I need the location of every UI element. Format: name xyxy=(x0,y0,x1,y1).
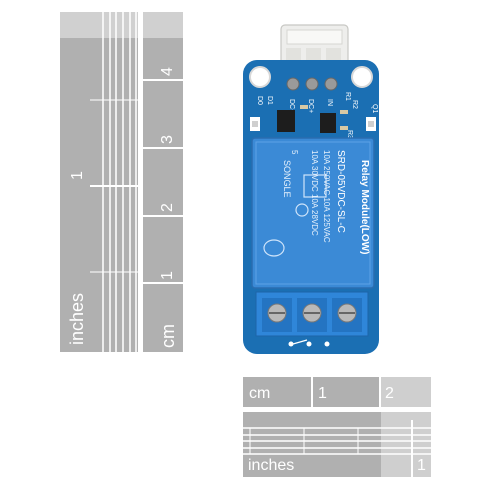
ruler-cm-number: 1 xyxy=(159,271,176,280)
pin-label: DC+ xyxy=(307,99,314,113)
ruler-inches-body xyxy=(60,12,138,352)
pin-label: DC- xyxy=(288,99,295,112)
transistor-chip xyxy=(320,113,336,133)
ruler-inches-end xyxy=(381,412,431,477)
silkscreen-label: R3 xyxy=(346,130,353,139)
horizontal-ruler-cm: cm 1 2 xyxy=(243,377,431,407)
transistor-chip xyxy=(277,110,295,132)
ruler-cm-number: 2 xyxy=(385,385,394,402)
ruler-cm-end xyxy=(381,377,431,407)
led-d1-lens xyxy=(368,121,374,127)
ruler-inch-number: 1 xyxy=(69,171,86,180)
resistor xyxy=(300,105,308,109)
switch-symbol-icon xyxy=(288,339,330,347)
relay-brand: SONGLE xyxy=(282,160,292,198)
led-d0-lens xyxy=(252,121,258,127)
ruler-cm-body xyxy=(143,12,183,352)
relay-model: SRD-05VDC-SL-C xyxy=(335,150,346,233)
resistor xyxy=(340,126,348,130)
relay-body xyxy=(251,137,375,289)
header-pin xyxy=(286,77,300,91)
silkscreen-label: Q1 xyxy=(371,104,378,113)
connector-latch xyxy=(286,29,343,45)
ruler-cm-label: cm xyxy=(249,385,270,402)
switch-contact xyxy=(306,341,312,347)
header-pins xyxy=(286,77,338,91)
ruler-cm-number: 4 xyxy=(159,67,176,76)
mounting-hole xyxy=(351,66,373,88)
mounting-hole xyxy=(249,66,271,88)
ruler-inches-label: inches xyxy=(67,293,87,345)
ruler-cm-top xyxy=(143,12,183,38)
relay-mark: 5 xyxy=(290,150,299,155)
ruler-inch-number: 1 xyxy=(417,457,426,474)
ruler-cm-label: cm xyxy=(158,324,178,348)
module-title: Relay Module(LOW) xyxy=(359,160,370,254)
silkscreen-label: D0 xyxy=(256,96,263,105)
horizontal-ruler-inches: inches 1 xyxy=(243,412,431,477)
certification-mark xyxy=(295,203,309,217)
ruler-cm-number: 2 xyxy=(159,203,176,212)
resistor xyxy=(340,110,348,114)
relay-top-edge xyxy=(255,141,371,285)
switch-contact xyxy=(324,341,330,347)
relay-component: SONGLE SRD-05VDC-SL-C 10A 250VAC 10A 125… xyxy=(251,137,375,289)
relay-rating: 10A 30VDC 10A 28VDC xyxy=(310,150,319,236)
songle-logo-icon xyxy=(263,239,285,257)
ruler-inches-top xyxy=(60,12,138,38)
vertical-ruler-inches: inches 1 xyxy=(60,12,138,352)
silkscreen-label: R1 xyxy=(344,92,351,101)
silkscreen-label: R2 xyxy=(351,100,358,109)
relay-rating: 10A 250VAC 10A 125VAC xyxy=(322,150,331,243)
switch-lever xyxy=(292,339,308,345)
ruler-inches-label: inches xyxy=(248,457,294,474)
silkscreen-label: D1 xyxy=(266,96,273,105)
pin-label: IN xyxy=(326,99,333,106)
ruler-cm-number: 1 xyxy=(318,385,327,402)
ruler-cm-number: 3 xyxy=(159,135,176,144)
header-pin xyxy=(305,77,319,91)
vertical-ruler-cm: 1 2 3 4 cm xyxy=(143,12,183,352)
screw-terminal-block xyxy=(255,291,369,337)
header-pin xyxy=(324,77,338,91)
switch-contact xyxy=(288,341,294,347)
certification-mark xyxy=(303,174,327,198)
